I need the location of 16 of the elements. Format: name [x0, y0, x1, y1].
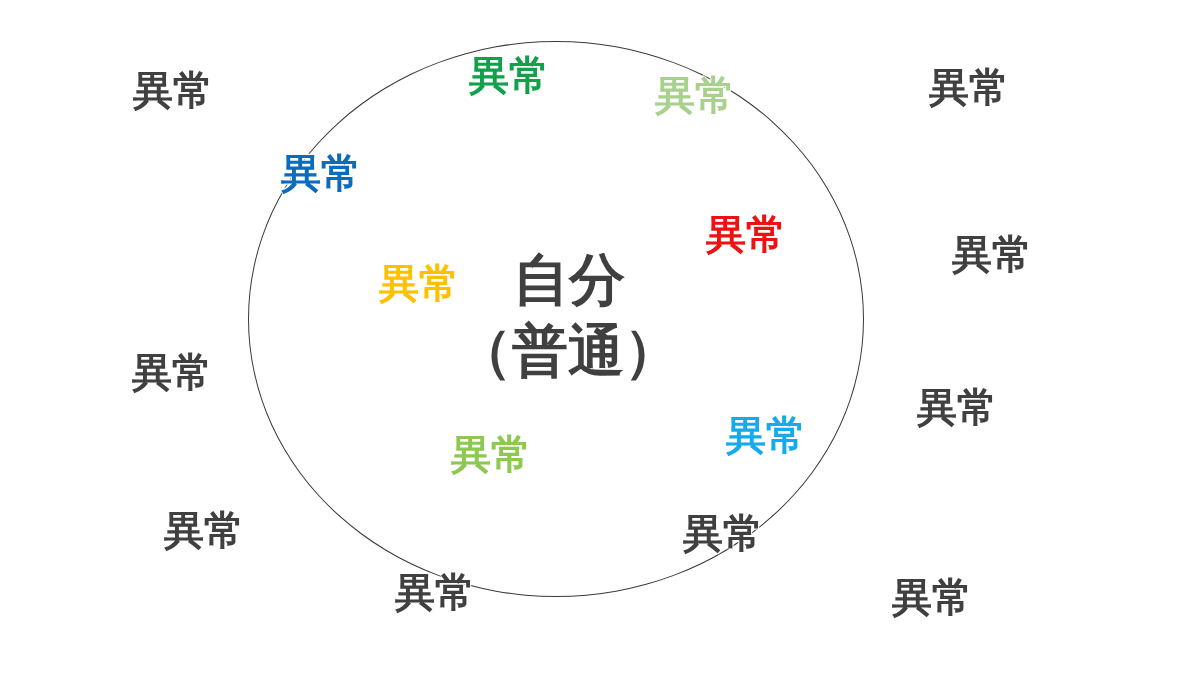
label-text: 異常	[395, 572, 475, 612]
label-text: 異常	[952, 234, 1032, 274]
label-text: 異常	[132, 352, 212, 392]
label-text: 異常	[655, 75, 735, 115]
label-text: 異常	[451, 434, 531, 474]
label-text: 異常	[917, 387, 997, 427]
label-text: 異常	[469, 55, 549, 95]
label-text: 異常	[281, 153, 361, 193]
label-text: 異常	[929, 67, 1009, 107]
node-text: 自分	[513, 252, 625, 308]
label-text: 異常	[379, 263, 459, 303]
label-text: 異常	[726, 415, 806, 455]
label-text: 異常	[133, 70, 213, 110]
label-text: 異常	[164, 510, 244, 550]
label-text: 異常	[706, 214, 786, 254]
label-text: 異常	[892, 577, 972, 617]
